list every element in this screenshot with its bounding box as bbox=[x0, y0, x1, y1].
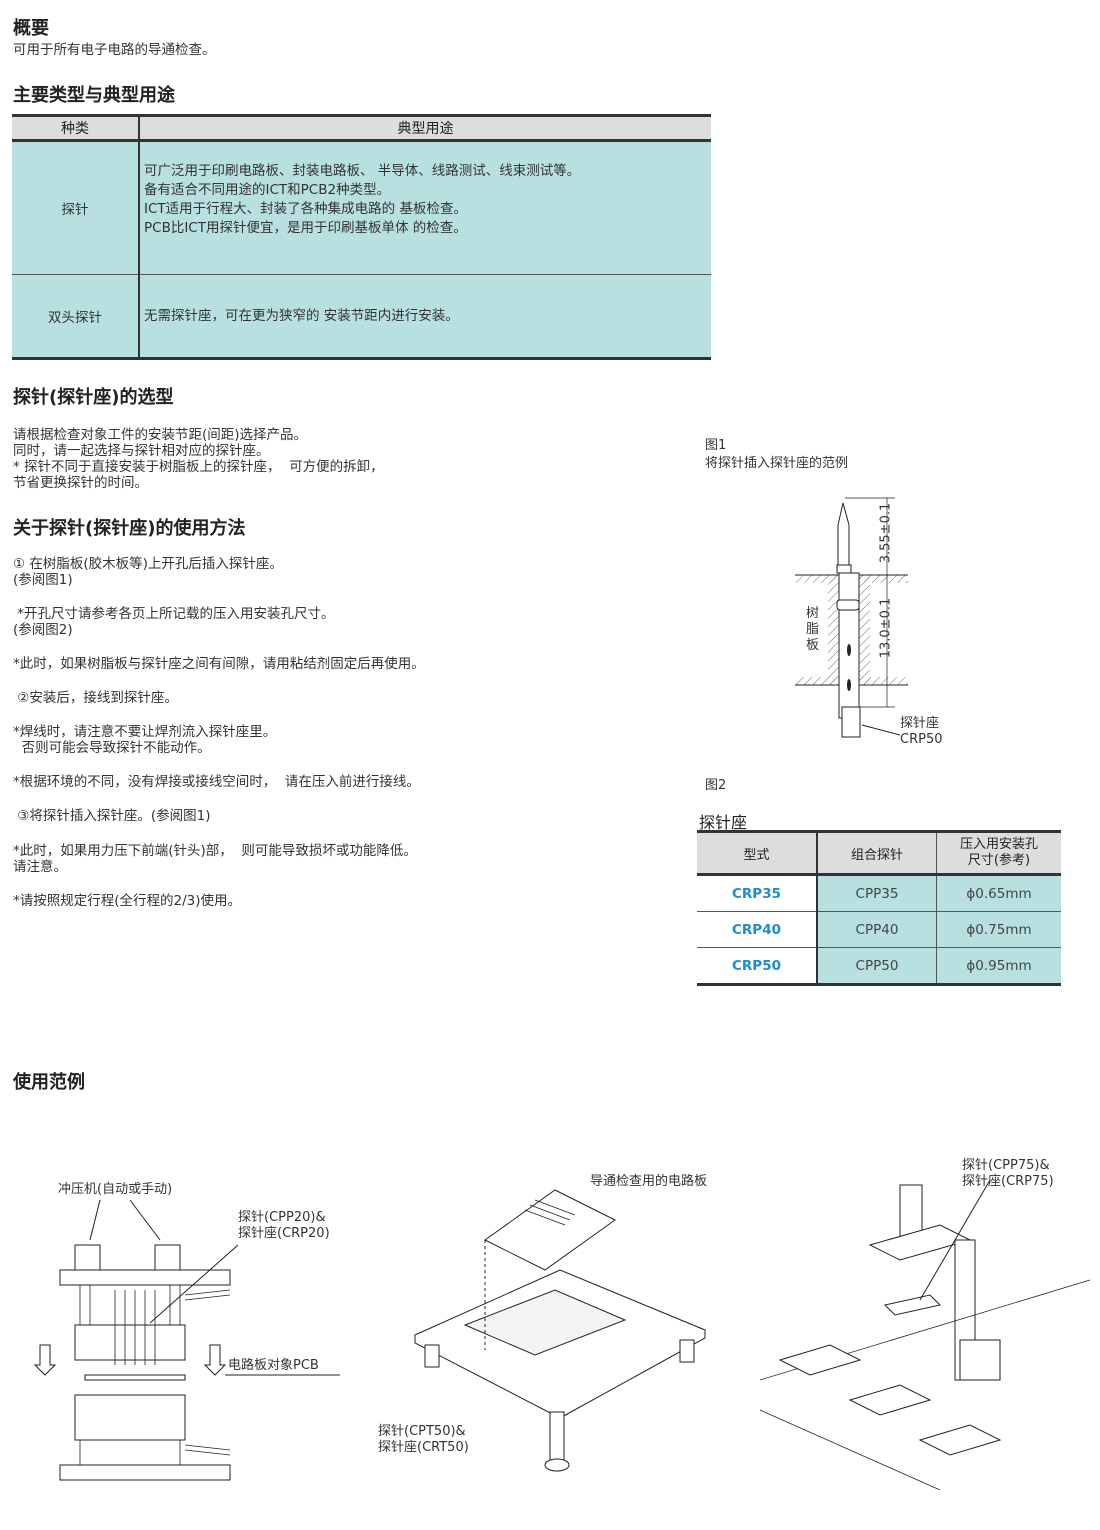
probe-cell: CPP50 bbox=[817, 947, 937, 986]
pcb-label: 电路板对象PCB bbox=[228, 1358, 319, 1373]
type-cell: 双头探针 bbox=[12, 274, 140, 360]
press-illustration bbox=[33, 1199, 340, 1481]
socket-label: 探针座 CRP50 bbox=[900, 716, 943, 747]
fig2-title: 探针座 bbox=[699, 813, 748, 832]
examples-title: 使用范例 bbox=[13, 1072, 85, 1093]
usage-note: *此时，如果树脂板与探针座之间有间隙，请用粘结剂固定后再使用。 bbox=[13, 656, 425, 672]
probe75-label: 探针(CPP75)& 探针座(CRP75) bbox=[962, 1158, 1054, 1189]
header-usage: 典型用途 bbox=[139, 114, 711, 142]
overview-title: 概要 bbox=[13, 18, 49, 39]
overview-text: 可用于所有电子电路的导通检查。 bbox=[13, 42, 216, 58]
header-probe: 组合探针 bbox=[817, 830, 937, 876]
model-cell: CRP50 bbox=[697, 947, 818, 986]
usage-title: 关于探针(探针座)的使用方法 bbox=[13, 518, 246, 539]
usage-step: ① 在树脂板(胶木板等)上开孔后插入探针座。 (参阅图1) bbox=[13, 556, 283, 588]
table-row: 双头探针无需探针座，可在更为狭窄的 安装节距内进行安装。 bbox=[12, 274, 711, 360]
station-illustration bbox=[760, 1180, 1090, 1490]
model-cell: CRP40 bbox=[697, 911, 818, 948]
type-cell: 探针 bbox=[12, 140, 140, 275]
usage-note: *开孔尺寸请参考各页上所记载的压入用安装孔尺寸。 (参阅图2) bbox=[13, 606, 335, 638]
usage-step: ③将探针插入探针座。(参阅图1) bbox=[13, 808, 211, 824]
types-title: 主要类型与典型用途 bbox=[13, 85, 175, 106]
resin-label: 树 脂 板 bbox=[806, 606, 820, 653]
fig2-label: 图2 bbox=[705, 778, 727, 793]
fig1-caption: 将探针插入探针座的范例 bbox=[705, 456, 849, 471]
table-row: 探针可广泛用于印刷电路板、封装电路板、 半导体、线路测试、线束测试等。 备有适合… bbox=[12, 140, 711, 275]
probe50-label: 探针(CPT50)& 探针座(CRT50) bbox=[378, 1424, 469, 1455]
press-label: 冲压机(自动或手动) bbox=[58, 1182, 173, 1197]
usage-cell: 无需探针座，可在更为狭窄的 安装节距内进行安装。 bbox=[139, 274, 711, 360]
usage-note: *请按照规定行程(全行程的2/3)使用。 bbox=[13, 893, 242, 909]
header-hole: 压入用安装孔 尺寸(参考) bbox=[936, 830, 1061, 876]
hole-cell: ϕ0.95mm bbox=[936, 947, 1061, 986]
usage-note: *根据环境的不同，没有焊接或接线空间时， 请在压入前进行接线。 bbox=[13, 774, 420, 790]
usage-step: ②安装后，接线到探针座。 bbox=[13, 690, 178, 706]
hole-cell: ϕ0.65mm bbox=[936, 874, 1061, 912]
types-table: 种类典型用途 探针可广泛用于印刷电路板、封装电路板、 半导体、线路测试、线束测试… bbox=[12, 114, 711, 360]
fixture-illustration bbox=[413, 1189, 707, 1472]
hole-cell: ϕ0.75mm bbox=[936, 911, 1061, 948]
probe-socket-drawing bbox=[795, 497, 908, 738]
dim-top: 3.55±0.1 bbox=[878, 502, 894, 564]
fig1-label: 图1 bbox=[705, 438, 727, 453]
model-cell: CRP35 bbox=[697, 874, 818, 912]
dim-bottom: 13.0±0.1 bbox=[878, 597, 894, 659]
usage-note: *焊线时，请注意不要让焊剂流入探针座里。 否则可能会导致探针不能动作。 bbox=[13, 724, 277, 756]
header-model: 型式 bbox=[697, 830, 818, 876]
selection-title: 探针(探针座)的选型 bbox=[13, 387, 174, 408]
usage-note: *此时，如果用力压下前端(针头)部， 则可能导致损坏或功能降低。 请注意。 bbox=[13, 843, 417, 875]
probe-cell: CPP40 bbox=[817, 911, 937, 948]
board-label: 导通检查用的电路板 bbox=[590, 1174, 708, 1189]
probe20-label: 探针(CPP20)& 探针座(CRP20) bbox=[238, 1210, 330, 1241]
probe-cell: CPP35 bbox=[817, 874, 937, 912]
usage-cell: 可广泛用于印刷电路板、封装电路板、 半导体、线路测试、线束测试等。 备有适合不同… bbox=[139, 140, 711, 275]
header-type: 种类 bbox=[12, 114, 140, 142]
selection-text: 请根据检查对象工件的安装节距(间距)选择产品。 同时，请一起选择与探针相对应的探… bbox=[13, 427, 384, 491]
